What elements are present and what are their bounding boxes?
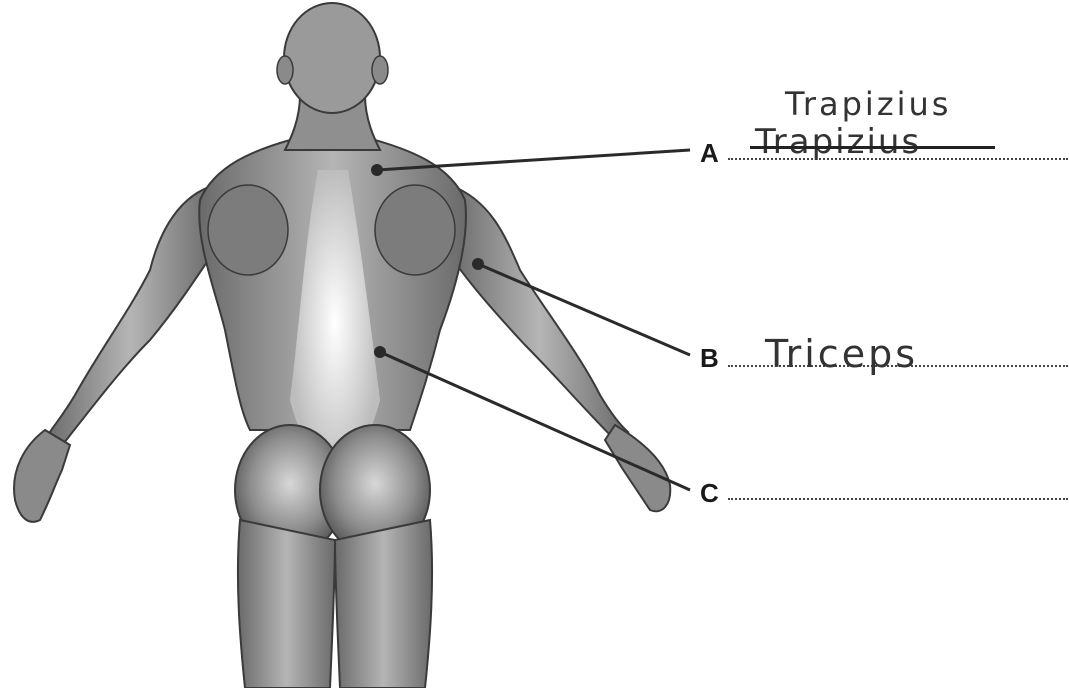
left-hand	[14, 430, 70, 522]
head	[284, 3, 380, 113]
right-arm	[450, 185, 628, 440]
label-a-letter: A	[700, 140, 719, 166]
left-arm	[45, 185, 215, 448]
label-b-letter: B	[700, 345, 719, 371]
label-a-crossed-out: Trapizius	[755, 125, 921, 159]
label-a-answer: Trapizius	[785, 88, 951, 120]
leader-dot-b	[472, 258, 484, 270]
leader-dot-c	[374, 346, 386, 358]
left-ear	[277, 56, 293, 84]
right-ear	[372, 56, 388, 84]
label-a-strike-line	[750, 146, 995, 149]
left-leg	[238, 520, 335, 688]
left-deltoid	[208, 185, 288, 275]
right-deltoid	[375, 185, 455, 275]
label-b-answer: Triceps	[765, 335, 918, 373]
label-c-letter: C	[700, 480, 719, 506]
label-c-answer-line[interactable]	[728, 498, 1068, 500]
leader-dot-a	[371, 164, 383, 176]
right-leg	[335, 520, 432, 688]
